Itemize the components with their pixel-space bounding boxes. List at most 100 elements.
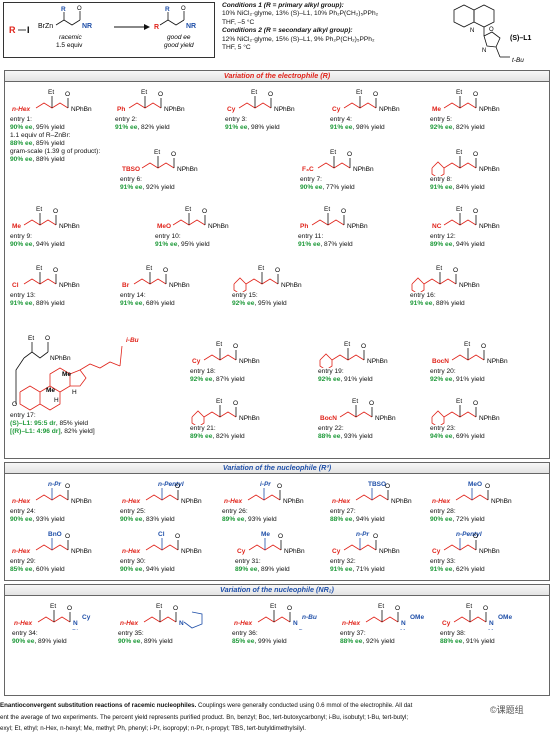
amide-label: NPhBn: [71, 548, 92, 555]
dr-result-r: [(R)–L1: 4:96 dr], 82% yield]: [10, 428, 180, 436]
entry-number: entry 35:: [118, 630, 144, 637]
entry-result: 92% ee, 95% yield: [232, 300, 382, 308]
ee-value: 89% ee: [235, 566, 258, 573]
oxygen-label: O: [341, 208, 346, 215]
ee-value: 88% ee: [330, 516, 353, 523]
yield-value: , 84% yield: [452, 184, 485, 191]
ee-value: 92% ee: [190, 376, 213, 383]
ligand-tbu: t-Bu: [512, 57, 524, 64]
linker-bond: [15, 357, 25, 404]
dr-value: [(R)–L1: 4:96 dr]: [10, 428, 61, 435]
entry-result: 92% ee, 91% yield: [318, 376, 430, 384]
ee-value: 92% ee: [318, 376, 341, 383]
oxygen-label: O: [65, 533, 70, 540]
r-group-label: n-Hex: [122, 548, 140, 555]
yield-value: , 98% yield: [352, 124, 385, 131]
amide-label: NPhBn: [177, 166, 198, 173]
r-group-label: Me: [432, 106, 441, 113]
entry-number: entry 5:: [430, 116, 452, 123]
oxygen-label: O: [65, 483, 70, 490]
entry-number: entry 22:: [318, 425, 344, 432]
entry-number: entry 31:: [235, 558, 261, 565]
methyl-label: Me: [62, 371, 71, 378]
ee-value: 90% ee: [300, 184, 323, 191]
amide-label: NPhBn: [479, 223, 500, 230]
yield-value: , 77% yield: [322, 184, 355, 191]
oxygen-label: O: [171, 151, 176, 158]
nr-substituent: Cy: [82, 614, 91, 621]
ee-value: 88% ee: [10, 140, 33, 147]
amide-label: NPhBn: [479, 548, 500, 555]
caption-line-3: exyl; Et, ethyl; n-Hex, n-hexyl; Me, met…: [0, 725, 306, 732]
r-group-label: n-Hex: [12, 106, 30, 113]
ethyl-label: Et: [356, 89, 362, 96]
amide-label: NPhBn: [169, 282, 190, 289]
banner-electrophile: Variation of the electrophile (R): [4, 70, 550, 82]
ethyl-label: Et: [330, 149, 336, 156]
r-group-label: BocN: [432, 358, 449, 365]
oxygen-label: O: [473, 533, 478, 540]
yield-value: , 93% yield: [32, 516, 65, 523]
ethyl-label: Et: [141, 89, 147, 96]
r-group-label: n-Hex: [224, 498, 242, 505]
yield-value: , 69% yield: [452, 433, 485, 440]
r3-label: MeO: [468, 481, 482, 488]
banner-nucleophile-nr2: Variation of the nucleophile (NR₂): [4, 584, 550, 596]
amide-label: NPhBn: [375, 415, 396, 422]
entry-number: entry 7:: [300, 176, 322, 183]
svg-text:N: N: [482, 48, 486, 54]
h-label: H: [72, 389, 77, 396]
oxygen-label: O: [175, 483, 180, 490]
amide-label: NPhBn: [367, 358, 388, 365]
ethyl-label: Et: [251, 89, 257, 96]
amide-label: NPhBn: [491, 498, 512, 505]
nitrogen-label: N: [179, 620, 184, 627]
yield-value: , 99% yield: [254, 638, 287, 645]
ee-value: 91% ee: [115, 124, 138, 131]
ee-value: 88% ee: [340, 638, 363, 645]
entry-result: 92% ee, 87% yield: [190, 376, 302, 384]
entry-result: 90% ee, 93% yield: [10, 516, 122, 524]
entry-result: 91% ee, 98% yield: [330, 124, 442, 132]
amide-label: NPhBn: [487, 358, 508, 365]
yield-value: , 95% yield: [32, 124, 65, 131]
r-group-label: n-Hex: [234, 620, 252, 627]
oxygen-label: O: [361, 343, 366, 350]
r3-label: Cl: [158, 531, 165, 538]
ee-value: 85% ee: [10, 566, 33, 573]
oxygen-label: O: [483, 605, 488, 612]
oxygen-label: O: [373, 533, 378, 540]
structure-e37: n-HexEtONOMeMe: [342, 603, 424, 630]
reaction-scheme: R I BrZn R O NR racemic 1.5 equiv R R O …: [3, 2, 215, 58]
ethyl-label: Et: [378, 603, 384, 610]
conditions-1-temp: THF, –5 °C: [222, 18, 255, 26]
amide-label: NPhBn: [479, 166, 500, 173]
ring-d: [69, 369, 87, 387]
yield-value: , 83% yield: [142, 516, 175, 523]
r3-label: TBSO: [368, 481, 386, 488]
entry-number: entry 10:: [155, 233, 181, 240]
brzn-label: BrZn: [38, 23, 53, 30]
r3-label: i-Pr: [260, 481, 271, 488]
r3-label: n-Pr: [48, 481, 61, 488]
svg-text:O: O: [181, 6, 186, 12]
